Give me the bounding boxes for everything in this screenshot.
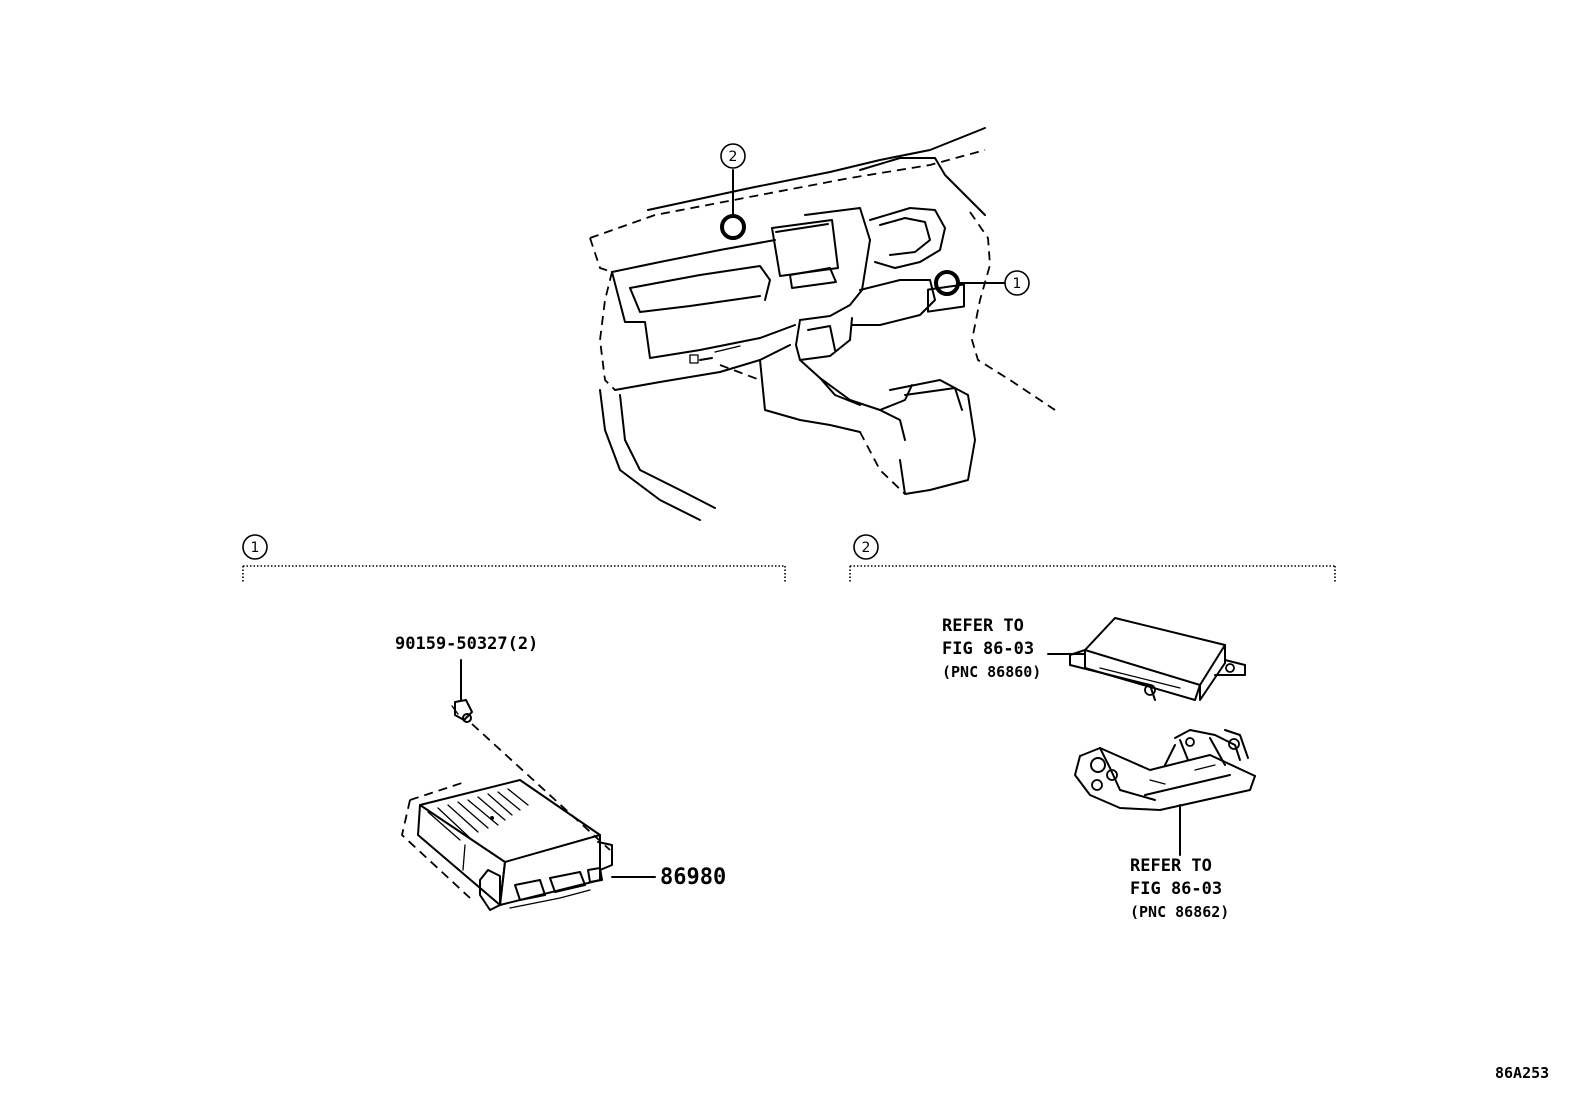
amplifier-module-icon bbox=[401, 779, 613, 911]
module-part-number: 86980 bbox=[660, 865, 726, 890]
ecu-box-icon bbox=[1069, 617, 1246, 701]
section-2-header: 2 bbox=[849, 534, 1336, 583]
bolt-icon bbox=[451, 659, 473, 723]
ref-lower-line3: (PNC 86862) bbox=[1130, 903, 1229, 921]
callout-2-overview: 2 bbox=[720, 143, 746, 169]
figure-code: 86A253 bbox=[1495, 1064, 1549, 1082]
ref-upper-line1: REFER TO bbox=[942, 616, 1024, 636]
ref-upper-line3: (PNC 86860) bbox=[942, 663, 1041, 681]
bolt-part-number: 90159-50327(2) bbox=[395, 634, 538, 654]
callout-1-overview: 1 bbox=[1004, 270, 1030, 296]
mounting-bracket-icon bbox=[1074, 729, 1256, 811]
svg-text:1: 1 bbox=[251, 540, 260, 556]
dashboard-overview bbox=[589, 127, 1056, 521]
ref-lower-line1: REFER TO bbox=[1130, 856, 1212, 876]
section-1-header: 1 bbox=[242, 534, 786, 583]
svg-text:1: 1 bbox=[1013, 276, 1022, 292]
svg-text:2: 2 bbox=[729, 149, 738, 165]
ref-lower-line2: FIG 86-03 bbox=[1130, 879, 1222, 899]
ref-upper-line2: FIG 86-03 bbox=[942, 639, 1034, 659]
svg-text:2: 2 bbox=[862, 540, 871, 556]
bolt-leader-dashed bbox=[471, 723, 611, 851]
